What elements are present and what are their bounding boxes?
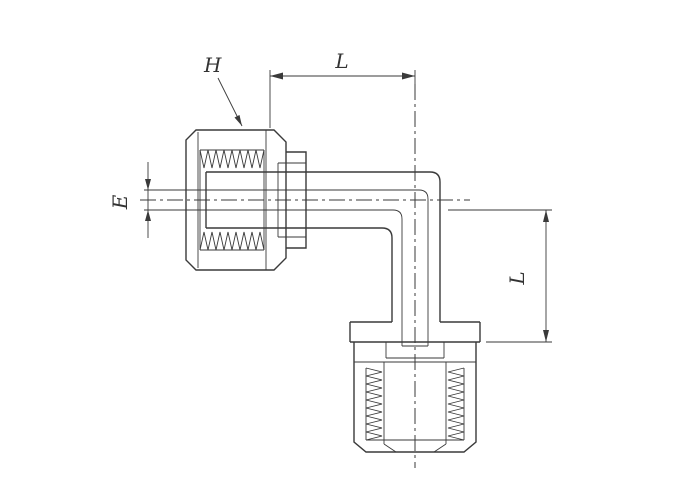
bottom-nut-thread-major-lines — [365, 368, 465, 440]
e-arrow-top — [145, 179, 151, 190]
label-e: E — [108, 194, 132, 210]
left-nut-assembly — [185, 129, 287, 271]
body-gland-left — [277, 162, 306, 238]
bottom-nut-opening-chamfers — [383, 443, 447, 453]
l-right-arrow-bottom — [543, 330, 549, 342]
bottom-nut-gland — [385, 342, 445, 359]
centerlines — [140, 84, 470, 468]
left-nut-thread-top-zigzag — [199, 149, 265, 169]
bottom-nut-thread-left-zigzag — [365, 367, 383, 441]
e-arrow-bottom — [145, 210, 151, 221]
dimension-e: E — [108, 162, 188, 238]
label-l-right: L — [505, 271, 529, 285]
bottom-nut-assembly — [349, 321, 481, 453]
label-l-top: L — [334, 49, 348, 73]
l-top-arrow-left — [270, 72, 283, 80]
bottom-nut-outline — [353, 342, 477, 453]
bore-line-bottom — [186, 209, 403, 346]
h-leader-arrowhead — [234, 115, 242, 126]
l-right-arrow-top — [543, 210, 549, 222]
left-nut-thread-bottom-zigzag — [199, 231, 265, 251]
bottom-nut-bore-edges — [366, 362, 464, 444]
bottom-shoulder — [349, 321, 481, 343]
left-nut-hex-flat-lines — [197, 130, 267, 270]
dimension-l-right: L — [448, 209, 552, 343]
elbow-body — [186, 151, 441, 347]
body-shoulder-left — [286, 151, 307, 249]
dimension-h: H — [203, 53, 243, 127]
tube-outer-top — [206, 171, 441, 322]
bottom-nut-thread-right-zigzag — [447, 367, 465, 441]
label-h: H — [203, 53, 222, 77]
dimension-l-top: L — [269, 49, 416, 128]
l-top-arrow-right — [402, 72, 415, 80]
tube-outer-bottom — [206, 227, 393, 322]
left-nut-outline — [185, 129, 287, 271]
bore-line-top — [186, 189, 429, 346]
